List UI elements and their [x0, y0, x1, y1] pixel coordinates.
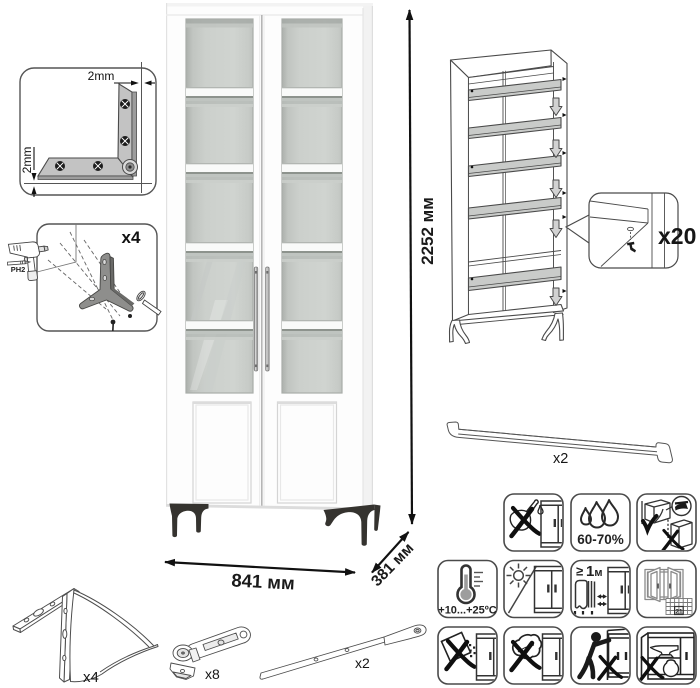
svg-text:x4: x4: [122, 228, 141, 247]
svg-text:841 мм: 841 мм: [231, 569, 295, 593]
svg-text:x2: x2: [355, 655, 370, 671]
svg-text:1м: 1м: [586, 563, 602, 580]
svg-text:21: 21: [675, 608, 683, 615]
svg-text:60-70%: 60-70%: [577, 532, 624, 547]
svg-text:381 мм: 381 мм: [368, 540, 417, 590]
svg-text:x8: x8: [205, 666, 220, 682]
svg-text:x2: x2: [553, 451, 568, 467]
svg-text:≥: ≥: [576, 564, 583, 579]
svg-text:2mm: 2mm: [20, 147, 34, 174]
svg-text:x20: x20: [658, 223, 696, 249]
svg-text:+10...+25ºC: +10...+25ºC: [438, 605, 497, 617]
svg-text:2mm: 2mm: [88, 69, 115, 83]
svg-text:2252 мм: 2252 мм: [418, 197, 437, 265]
svg-text:PH2: PH2: [11, 265, 26, 274]
svg-text:x4: x4: [83, 669, 99, 686]
